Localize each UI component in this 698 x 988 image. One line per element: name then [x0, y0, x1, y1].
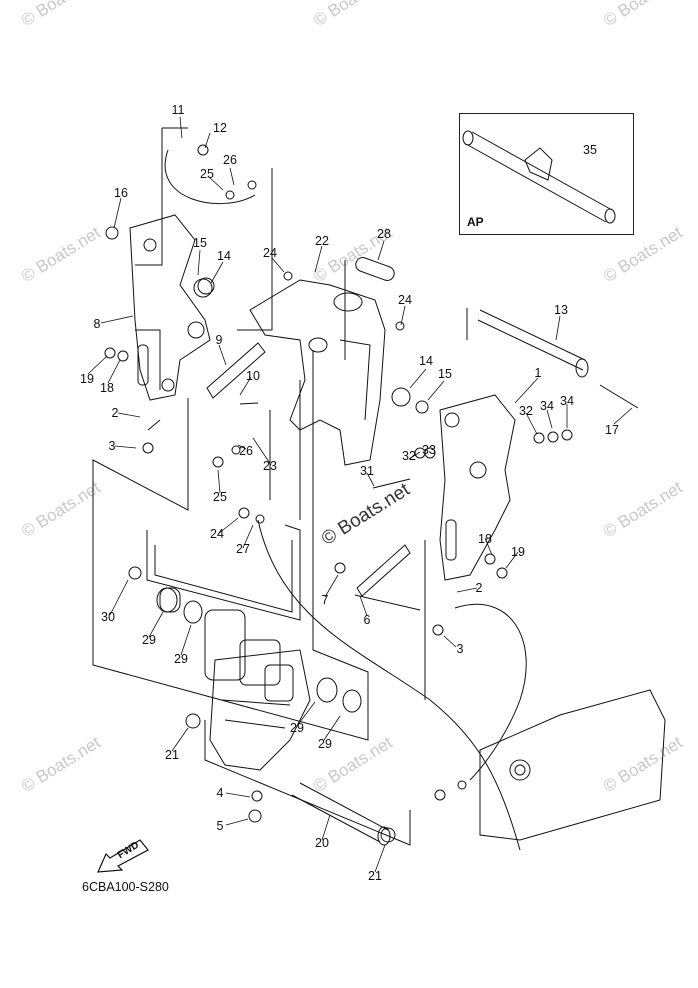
callout-label: 26: [239, 444, 253, 458]
callout-label: 25: [200, 167, 214, 181]
diagram-code: 6CBA100-S280: [82, 880, 169, 894]
group-outline: [92, 398, 369, 741]
group-outline: [237, 168, 273, 331]
callout-label: 29: [290, 721, 304, 735]
callout-label: 24: [263, 246, 277, 260]
callout-label: 19: [80, 372, 94, 386]
callout-label: 20: [315, 836, 329, 850]
callout-label: 35: [583, 143, 597, 157]
callout-label: 5: [216, 819, 224, 833]
callout-label: 1: [534, 366, 542, 380]
callout-label: 3: [108, 439, 116, 453]
callout-label: 12: [213, 121, 227, 135]
power-trim-tilt-unit: [204, 609, 311, 771]
callout-label: 10: [246, 369, 260, 383]
ap-label: AP: [467, 215, 484, 229]
callout-label: 9: [215, 333, 223, 347]
callout-label: 31: [360, 464, 374, 478]
callout-label: 24: [210, 527, 224, 541]
callout-label: 33: [422, 443, 436, 457]
lower-unit-outline: [479, 689, 666, 841]
callout-label: 21: [368, 869, 382, 883]
callout-label: 18: [100, 381, 114, 395]
callout-label: 22: [315, 234, 329, 248]
left-clamp-bracket: [129, 214, 211, 401]
pin-shaft: [291, 782, 389, 843]
callout-label: 29: [142, 633, 156, 647]
callout-label: 26: [223, 153, 237, 167]
right-clamp-bracket: [439, 394, 516, 581]
callout-label: 13: [554, 303, 568, 317]
callout-label: 15: [438, 367, 452, 381]
callout-label: 25: [213, 490, 227, 504]
callout-label: 2: [111, 406, 119, 420]
callout-label: 34: [540, 399, 554, 413]
ap-pipe: [462, 130, 616, 224]
callout-label: 27: [236, 542, 250, 556]
callout-label: 28: [377, 227, 391, 241]
callout-label: 4: [216, 786, 224, 800]
callout-label: 23: [263, 459, 277, 473]
group-outline: [146, 524, 301, 621]
ap-inset-box: AP: [459, 113, 634, 235]
group-outline: [135, 128, 163, 266]
callout-label: 32: [519, 404, 533, 418]
callout-label: 2: [475, 581, 483, 595]
callout-label: 32: [402, 449, 416, 463]
callout-label: 14: [419, 354, 433, 368]
callout-label: 6: [363, 613, 371, 627]
callout-label: 17: [605, 423, 619, 437]
callout-label: 19: [511, 545, 525, 559]
group-outline: [354, 594, 421, 611]
callout-label: 34: [560, 394, 574, 408]
swivel-bracket: [249, 279, 386, 466]
group-outline: [204, 720, 411, 846]
callout-label: 24: [398, 293, 412, 307]
fwd-arrow-icon: [97, 839, 149, 873]
callout-label: 16: [114, 186, 128, 200]
callout-label: 21: [165, 748, 179, 762]
tilt-shaft: [477, 309, 586, 371]
callout-label: 18: [478, 532, 492, 546]
callout-label: 14: [217, 249, 231, 263]
callout-label: 29: [318, 737, 332, 751]
callout-label: 7: [321, 593, 329, 607]
callout-label: 30: [101, 610, 115, 624]
callout-label: 3: [456, 642, 464, 656]
callout-label: 11: [171, 103, 185, 117]
callout-label: 15: [193, 236, 207, 250]
callout-label: 8: [93, 317, 101, 331]
group-outline: [154, 540, 293, 613]
callout-label: 29: [174, 652, 188, 666]
